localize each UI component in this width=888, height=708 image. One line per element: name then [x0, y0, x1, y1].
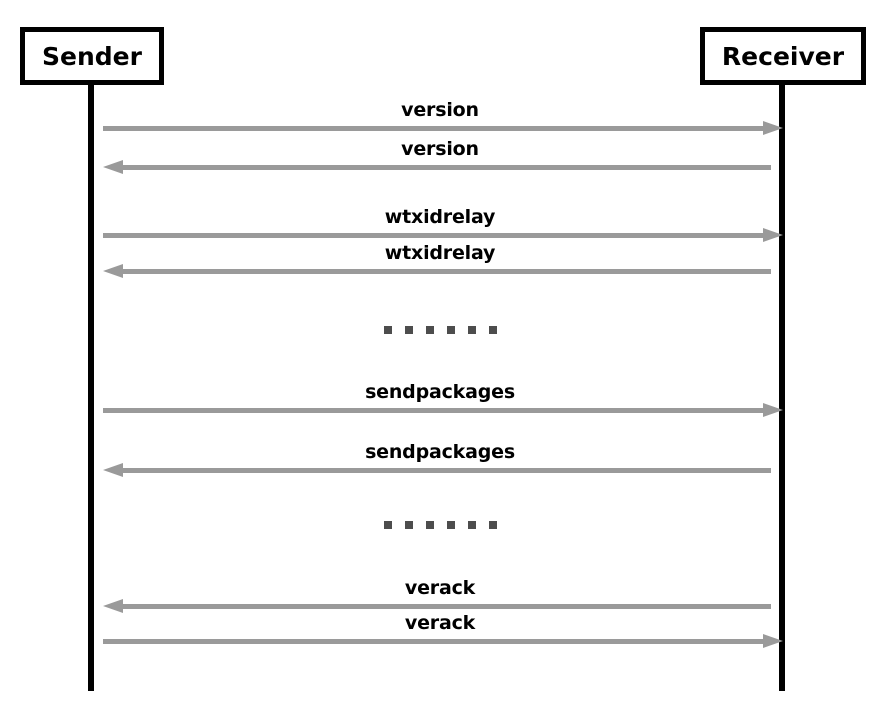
- arrowhead-right-icon-2: [763, 228, 783, 242]
- lifeline-sender: [88, 83, 94, 691]
- arrowhead-right-icon-7: [763, 634, 783, 648]
- ellipsis-dot: [383, 521, 392, 529]
- message-line-2: [103, 233, 765, 238]
- ellipsis-dot: [425, 521, 434, 529]
- ellipsis-dot: [404, 326, 413, 334]
- ellipsis-dot: [446, 521, 455, 529]
- message-label-7: verack: [0, 612, 888, 634]
- message-label-3-text: wtxidrelay: [384, 242, 496, 264]
- message-label-6: verack: [0, 577, 888, 599]
- message-label-2-text: wtxidrelay: [384, 206, 496, 228]
- message-line-0: [103, 126, 765, 131]
- message-line-5: [121, 468, 771, 473]
- arrowhead-left-icon-5: [103, 463, 123, 477]
- message-label-5: sendpackages: [0, 441, 888, 463]
- message-label-0-text: version: [401, 99, 479, 121]
- message-label-6-text: verack: [404, 577, 476, 599]
- ellipsis-dot: [467, 326, 476, 334]
- arrowhead-left-icon-1: [103, 160, 123, 174]
- message-line-3: [121, 269, 771, 274]
- message-line-7: [103, 639, 765, 644]
- ellipsis-row-0: [0, 326, 888, 334]
- lifeline-receiver: [779, 83, 785, 691]
- message-label-1: version: [0, 138, 888, 160]
- ellipsis-dot: [425, 326, 434, 334]
- arrowhead-left-icon-3: [103, 264, 123, 278]
- arrowhead-right-icon-0: [763, 121, 783, 135]
- message-label-1-text: version: [401, 138, 479, 160]
- ellipsis-dot: [467, 521, 476, 529]
- participant-receiver-label: Receiver: [721, 41, 845, 71]
- message-label-5-text: sendpackages: [365, 441, 515, 463]
- ellipsis-dot: [488, 521, 497, 529]
- participant-sender-label: Sender: [42, 41, 142, 71]
- message-line-1: [121, 165, 771, 170]
- message-label-4: sendpackages: [0, 381, 888, 403]
- message-label-7-text: verack: [404, 612, 476, 634]
- participant-sender[interactable]: Sender: [20, 27, 164, 85]
- message-label-2: wtxidrelay: [0, 206, 888, 228]
- message-label-0: version: [0, 99, 888, 121]
- ellipsis-dot: [383, 326, 392, 334]
- message-line-6: [121, 604, 771, 609]
- message-label-4-text: sendpackages: [365, 381, 515, 403]
- ellipsis-dot: [446, 326, 455, 334]
- ellipsis-dot: [488, 326, 497, 334]
- message-label-3: wtxidrelay: [0, 242, 888, 264]
- ellipsis-dot: [404, 521, 413, 529]
- ellipsis-row-1: [0, 521, 888, 529]
- arrowhead-left-icon-6: [103, 599, 123, 613]
- arrowhead-right-icon-4: [763, 403, 783, 417]
- message-line-4: [103, 408, 765, 413]
- participant-receiver[interactable]: Receiver: [700, 27, 866, 85]
